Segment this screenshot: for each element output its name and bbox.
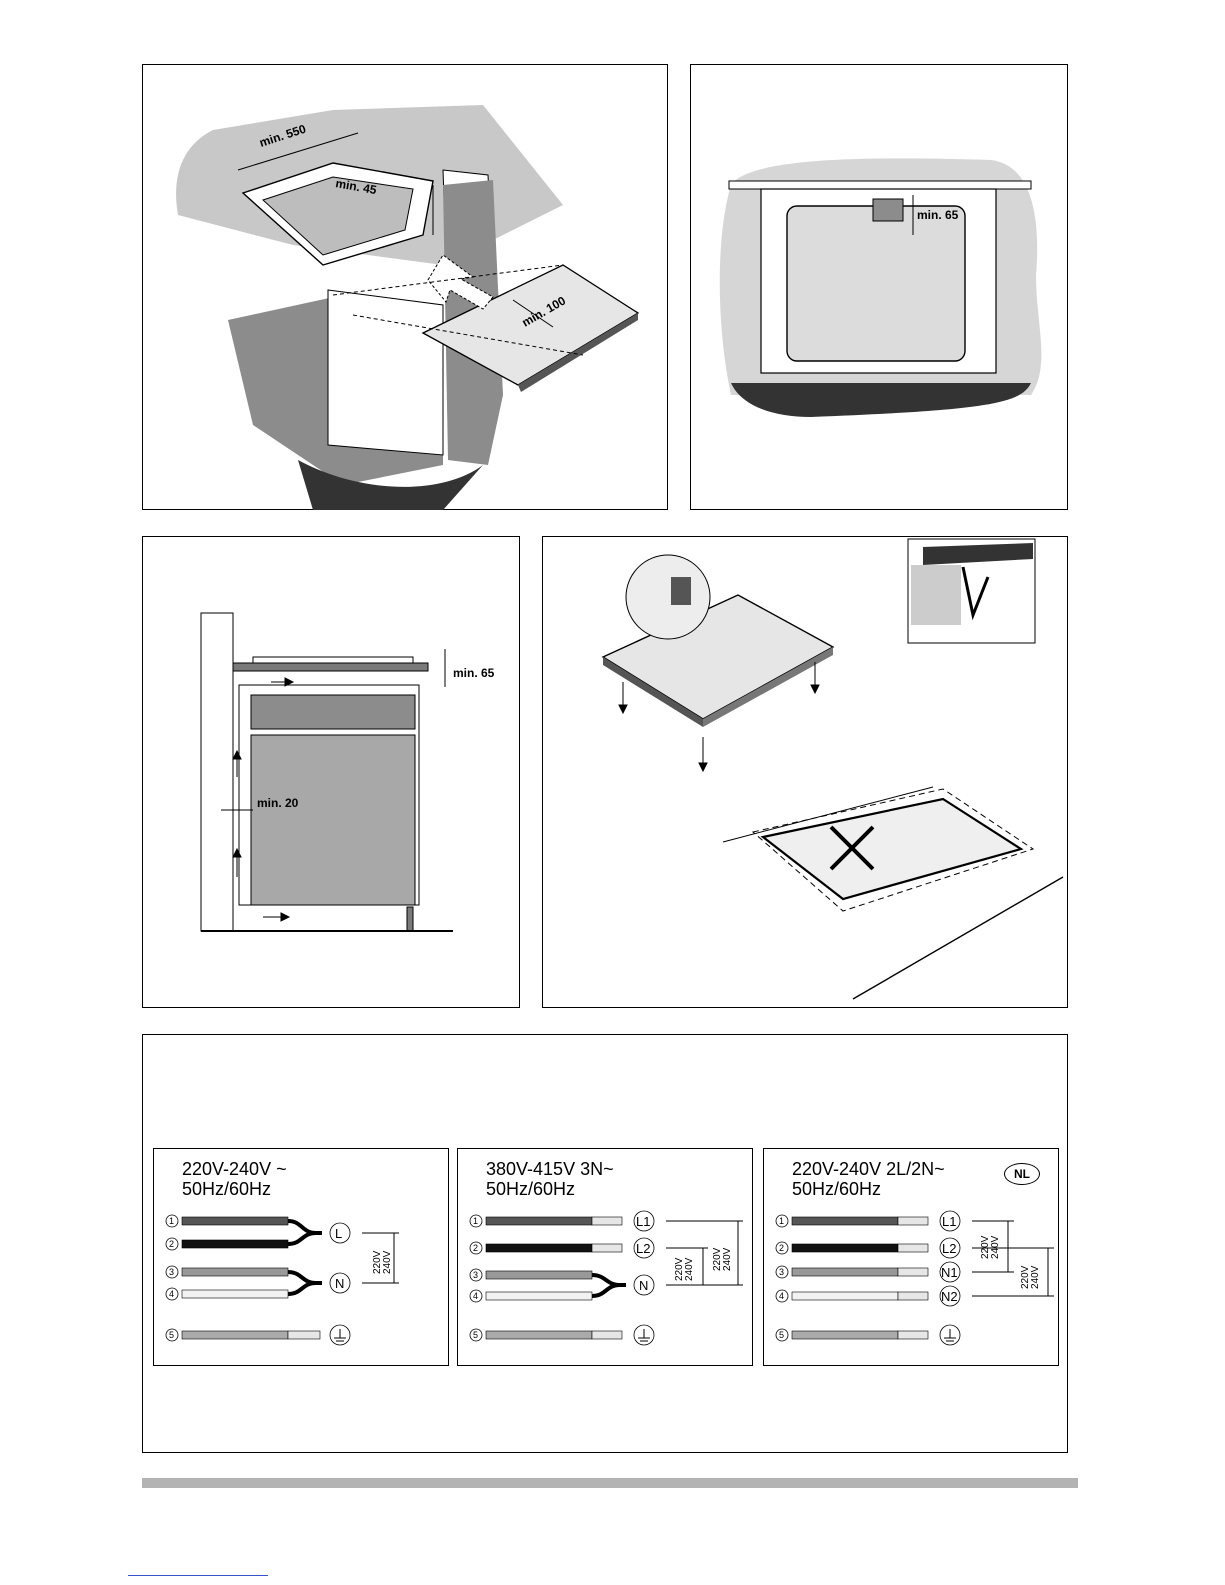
hob-glass <box>253 657 413 663</box>
wire-icon <box>486 1217 626 1339</box>
figure-wiring: 220V-240V ~ 50Hz/60Hz 1 2 3 4 5 <box>142 1034 1068 1453</box>
figure-hob-fitting <box>542 536 1068 1008</box>
oven-door <box>787 206 965 361</box>
terminal-label: L2 <box>636 1241 650 1256</box>
terminal-label: N2 <box>941 1289 958 1304</box>
terminal-label: L2 <box>942 1241 956 1256</box>
wall <box>201 613 233 931</box>
wire-number: 2 <box>169 1239 174 1249</box>
floor-shadow <box>731 383 1031 417</box>
wire-number: 2 <box>779 1243 784 1253</box>
voltage-note: 240V <box>684 1257 695 1281</box>
wire-number: 1 <box>169 1216 174 1226</box>
wiring-diagram-2: 1 2 3 4 5 L1 L2 N 220V 240V 220V 240V <box>458 1149 754 1367</box>
terminal-label: L1 <box>636 1214 650 1229</box>
wire-number: 5 <box>473 1330 478 1340</box>
wire-number: 3 <box>473 1270 478 1280</box>
wire-number: 3 <box>779 1267 784 1277</box>
cabinet-cutout-drawing: min. 550 min. 45 min. 100 <box>143 65 669 511</box>
worktop-edge-front <box>853 877 1063 999</box>
terminal-label: N1 <box>941 1265 958 1280</box>
footer-bar <box>142 1478 1078 1488</box>
wiring-diagram-3: 1 2 3 4 5 L1 L2 N1 N2 220V 240V 220V 240… <box>764 1149 1060 1367</box>
wire-icon <box>182 1217 322 1339</box>
wiring-box-2: 380V-415V 3N~ 50Hz/60Hz 1 2 3 4 5 L1 L2 <box>457 1148 753 1366</box>
wire-number: 5 <box>169 1330 174 1340</box>
hob-fitting-drawing <box>543 537 1069 1009</box>
wire-icon <box>792 1217 928 1339</box>
terminal-label: N <box>639 1278 648 1293</box>
drawer-unit <box>251 695 415 729</box>
worktop <box>233 663 428 671</box>
figure-front-view: min. 65 <box>690 64 1068 510</box>
voltage-note: 240V <box>990 1235 1001 1259</box>
cabinet-leg <box>407 907 413 931</box>
voltage-note: 240V <box>382 1250 393 1274</box>
front-view-drawing: min. 65 <box>691 65 1069 511</box>
wire-number: 2 <box>473 1243 478 1253</box>
oven-unit <box>251 735 415 905</box>
inset-cabinet <box>911 565 961 625</box>
wire-number: 4 <box>779 1291 784 1301</box>
wire-number: 1 <box>779 1216 784 1226</box>
footer-link-underline[interactable] <box>128 1575 268 1576</box>
voltage-note: 240V <box>722 1247 733 1271</box>
wire-number: 4 <box>169 1289 174 1299</box>
cabinet-opening <box>328 290 443 455</box>
gap-block <box>873 199 903 221</box>
wire-number: 5 <box>779 1330 784 1340</box>
wiring-diagram-1: 1 2 3 4 5 L N 220V 240V <box>154 1149 450 1367</box>
wire-number: 1 <box>473 1216 478 1226</box>
ground-icon <box>638 1329 650 1341</box>
dim-label-20: min. 20 <box>257 796 299 810</box>
ground-icon <box>334 1329 346 1341</box>
clip-detail <box>671 577 691 605</box>
ground-icon <box>944 1329 956 1341</box>
terminal-label: L <box>335 1226 342 1241</box>
worktop-edge <box>729 181 1031 189</box>
voltage-note: 240V <box>1030 1265 1041 1289</box>
detail-zoom <box>626 555 710 639</box>
figure-cabinet-cutout: min. 550 min. 45 min. 100 <box>142 64 668 510</box>
terminal-label: L1 <box>942 1214 956 1229</box>
hob-sealed <box>763 799 1021 899</box>
wire-number: 4 <box>473 1291 478 1301</box>
ventilation-drawing: min. 65 min. 20 <box>143 537 521 1009</box>
wiring-box-3: 220V-240V 2L/2N~ 50Hz/60Hz NL 1 2 3 4 5 … <box>763 1148 1059 1366</box>
dim-label-65: min. 65 <box>917 208 959 222</box>
wire-number: 3 <box>169 1267 174 1277</box>
figure-ventilation: min. 65 min. 20 <box>142 536 520 1008</box>
wiring-box-1: 220V-240V ~ 50Hz/60Hz 1 2 3 4 5 <box>153 1148 449 1366</box>
dim-label-65: min. 65 <box>453 666 495 680</box>
terminal-label: N <box>335 1276 344 1291</box>
